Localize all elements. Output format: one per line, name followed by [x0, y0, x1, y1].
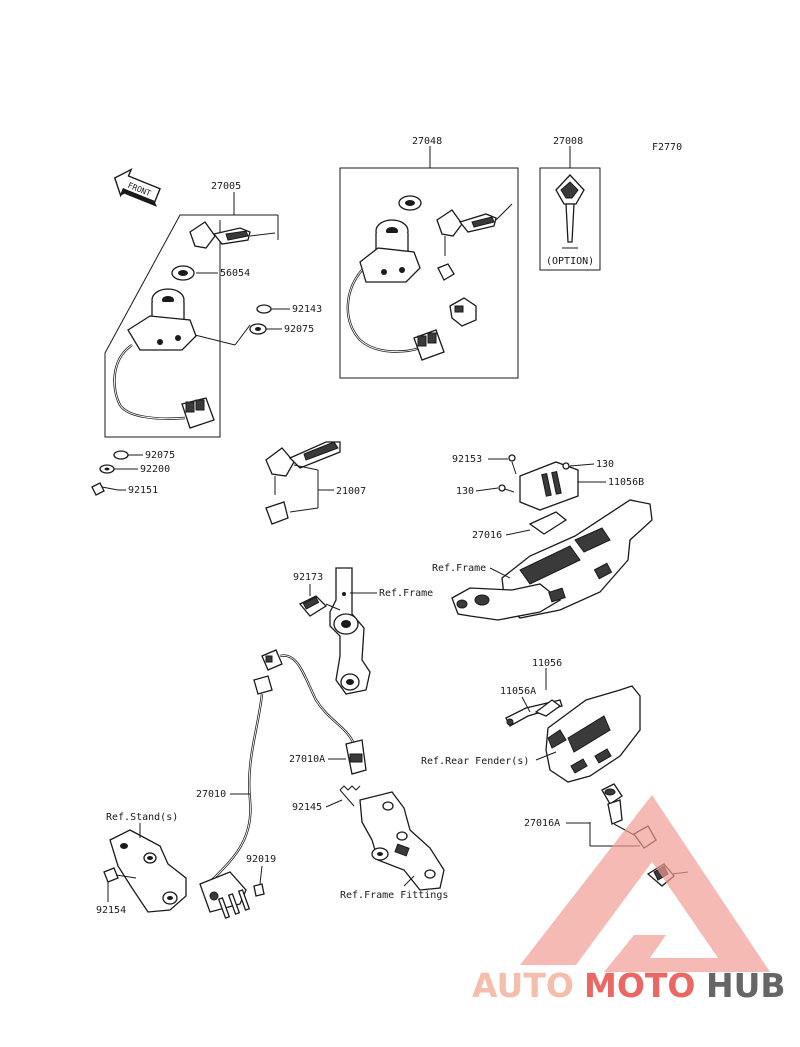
label-27010: 27010	[196, 789, 226, 800]
label-92154: 92154	[96, 905, 126, 916]
ref-rear-fender: Ref.Rear Fender(s)	[421, 756, 529, 767]
label-27008: 27008	[553, 136, 583, 147]
figure-code: F2770	[652, 142, 682, 153]
ref-frame-2: Ref.Frame	[379, 588, 433, 599]
front-arrow-icon: FRONT	[113, 168, 161, 207]
rear-fender-group	[505, 668, 641, 783]
frame-sensor-mount	[298, 567, 371, 695]
label-92075-upper: 92075	[284, 324, 314, 335]
side-stand-switch-wiring	[199, 649, 367, 919]
option-label: (OPTION)	[546, 256, 594, 267]
label-11056: 11056	[532, 658, 562, 669]
label-92173: 92173	[293, 572, 323, 583]
automotohub-watermark: AUTO MOTO HUB	[472, 795, 786, 1005]
label-92143: 92143	[292, 304, 322, 315]
label-27048: 27048	[412, 136, 442, 147]
label-27016: 27016	[472, 530, 502, 541]
label-130-lower: 130	[456, 486, 474, 497]
key-21007	[265, 441, 341, 525]
ref-frame-1: Ref.Frame	[432, 563, 486, 574]
ignition-switch-set-27048	[339, 146, 519, 379]
watermark-auto: AUTO	[472, 966, 574, 1005]
watermark-moto: MOTO	[584, 966, 695, 1005]
label-92151: 92151	[128, 485, 158, 496]
label-92145: 92145	[292, 802, 322, 813]
label-27005: 27005	[211, 181, 241, 192]
label-92153: 92153	[452, 454, 482, 465]
label-92200: 92200	[140, 464, 170, 475]
label-27010a: 27010A	[289, 754, 325, 765]
label-11056a: 11056A	[500, 686, 536, 697]
ref-stand: Ref.Stand(s)	[106, 812, 178, 823]
watermark-hub: HUB	[706, 966, 786, 1005]
label-92019: 92019	[246, 854, 276, 865]
label-130-upper: 130	[596, 459, 614, 470]
bracket-group-11056b	[451, 454, 653, 621]
frame-fittings-bracket	[359, 791, 445, 891]
ignition-switch-set-27005	[91, 192, 279, 496]
label-11056b: 11056B	[608, 477, 644, 488]
key-blank-27008-option: (OPTION)	[539, 146, 601, 271]
label-92075-lower: 92075	[145, 450, 175, 461]
label-56054: 56054	[220, 268, 250, 279]
label-27016a: 27016A	[524, 818, 560, 829]
label-21007: 21007	[336, 486, 366, 497]
watermark-triangle-logo-icon	[520, 795, 770, 972]
side-stand-bracket	[103, 829, 187, 913]
ref-frame-fittings: Ref.Frame Fittings	[340, 890, 448, 901]
